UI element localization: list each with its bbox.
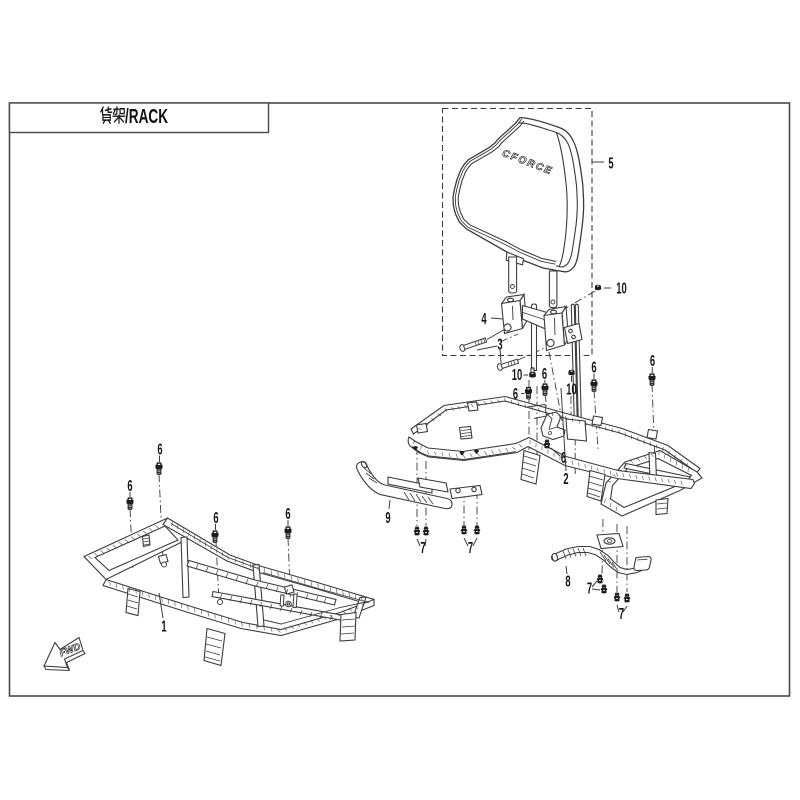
svg-text:1: 1 — [161, 619, 166, 636]
svg-text:6: 6 — [542, 366, 547, 383]
svg-text:7: 7 — [587, 581, 592, 598]
svg-text:6: 6 — [591, 360, 596, 377]
svg-text:4: 4 — [481, 311, 486, 328]
svg-text:/RACK: /RACK — [125, 105, 168, 128]
svg-text:7: 7 — [468, 540, 473, 557]
svg-text:10: 10 — [616, 281, 627, 298]
svg-text:9: 9 — [385, 510, 390, 527]
svg-text:6: 6 — [127, 478, 132, 495]
svg-text:7: 7 — [619, 606, 624, 623]
svg-text:6: 6 — [285, 506, 290, 523]
svg-text:5: 5 — [608, 156, 613, 173]
svg-text:3: 3 — [497, 337, 502, 354]
svg-text:6: 6 — [513, 386, 518, 403]
svg-text:6: 6 — [650, 353, 655, 370]
svg-text:6: 6 — [157, 442, 162, 459]
svg-text:6: 6 — [213, 510, 218, 527]
svg-text:8: 8 — [565, 574, 570, 591]
svg-text:2: 2 — [563, 471, 568, 488]
svg-text:7: 7 — [420, 540, 425, 557]
svg-text:6: 6 — [561, 450, 566, 467]
svg-text:10: 10 — [512, 367, 523, 384]
svg-text:10: 10 — [566, 382, 577, 399]
